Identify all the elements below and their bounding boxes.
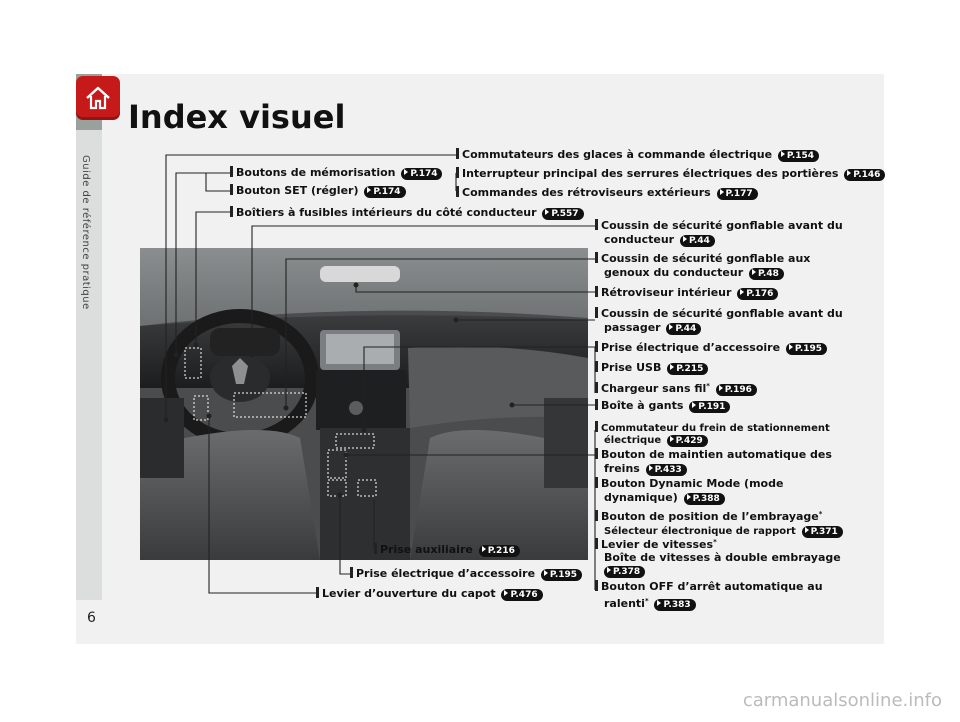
label-dynamic-mode: Bouton Dynamic Mode (mode dynamique) P.3… [595, 477, 783, 505]
arrow-right-icon [648, 465, 653, 471]
page-ref-link[interactable]: P.378 [604, 566, 646, 578]
page-number: 6 [87, 610, 96, 626]
label-memory-buttons: Boutons de mémorisation P.174 [230, 166, 443, 180]
label-door-locks: Interrupteur principal des serrures élec… [456, 167, 886, 181]
page-ref-link[interactable]: P.433 [645, 464, 687, 476]
page-ref-link[interactable]: P.174 [401, 168, 443, 180]
page-ref-link[interactable]: P.195 [540, 569, 583, 581]
label-set-button: Bouton SET (régler) P.174 [230, 184, 406, 198]
sidebar [76, 130, 102, 600]
arrow-right-icon [788, 344, 793, 350]
label-idle-stop: Bouton OFF d’arrêt automatique au ralent… [595, 580, 823, 611]
page-ref-link[interactable]: P.146 [844, 169, 886, 181]
home-icon [86, 86, 110, 110]
arrow-right-icon [780, 151, 785, 157]
arrow-right-icon [682, 236, 687, 242]
arrow-right-icon [740, 289, 745, 295]
page-ref-link[interactable]: P.388 [683, 493, 725, 505]
arrow-right-icon [545, 209, 550, 215]
arrow-right-icon [657, 600, 662, 606]
arrow-right-icon [367, 187, 372, 193]
arrow-right-icon [751, 269, 756, 275]
label-fuse-box: Boîtiers à fusibles intérieurs du côté c… [230, 206, 584, 220]
arrow-right-icon [481, 546, 486, 552]
page-title: Index visuel [128, 98, 346, 136]
page-ref-link[interactable]: P.48 [748, 268, 784, 280]
page-ref-link[interactable]: P.557 [542, 208, 584, 220]
page-ref-link[interactable]: P.44 [666, 323, 702, 335]
page-ref-link[interactable]: P.383 [654, 599, 696, 611]
page-ref-link[interactable]: P.154 [777, 150, 820, 162]
arrow-right-icon [719, 189, 724, 195]
page-ref-link[interactable]: P.195 [785, 343, 828, 355]
label-brake-hold: Bouton de maintien automatique des frein… [595, 448, 832, 476]
label-hood-release: Levier d’ouverture du capot P.476 [316, 587, 543, 601]
page-ref-link[interactable]: P.215 [667, 363, 709, 375]
label-parking-brake: Commutateur du frein de stationnement él… [595, 421, 830, 447]
page-ref-link[interactable]: P.174 [364, 186, 406, 198]
arrow-right-icon [686, 494, 691, 500]
label-knee-airbag: Coussin de sécurité gonflable aux genoux… [595, 252, 810, 280]
label-rearview-mirror: Rétroviseur intérieur P.176 [595, 286, 779, 300]
home-button[interactable] [76, 76, 120, 120]
arrow-right-icon [504, 590, 509, 596]
page-ref-link[interactable]: P.191 [689, 401, 731, 413]
label-power-windows: Commutateurs des glaces à commande élect… [456, 148, 820, 162]
page-ref-link[interactable]: P.177 [716, 188, 758, 200]
arrow-right-icon [692, 402, 697, 408]
watermark: carmanualsonline.info [742, 690, 942, 711]
sidebar-section-label[interactable]: Guide de référence pratique [80, 155, 91, 310]
arrow-right-icon [669, 324, 674, 330]
label-accessory-outlet: Prise électrique d’accessoire P.195 [595, 341, 828, 355]
arrow-right-icon [718, 385, 723, 391]
arrow-right-icon [404, 169, 409, 175]
page-ref-link[interactable]: P.429 [666, 435, 708, 447]
label-aux-jack: Prise auxiliaire P.216 [374, 543, 520, 557]
arrow-right-icon [804, 527, 809, 533]
label-wireless-charger: Chargeur sans fil* P.196 [595, 379, 757, 396]
arrow-right-icon [669, 436, 674, 442]
page-ref-link[interactable]: P.476 [501, 589, 543, 601]
label-glovebox: Boîte à gants P.191 [595, 399, 731, 413]
page-ref-link[interactable]: P.371 [801, 526, 843, 538]
label-clutch-position: Bouton de position de l’embrayage* Sélec… [595, 507, 843, 539]
page-ref-link[interactable]: P.44 [679, 235, 715, 247]
label-mirror-controls: Commandes des rétroviseurs extérieurs P.… [456, 186, 758, 200]
label-driver-airbag: Coussin de sécurité gonflable avant du c… [595, 219, 843, 247]
page-ref-link[interactable]: P.176 [737, 288, 779, 300]
arrow-right-icon [670, 364, 675, 370]
page-ref-link[interactable]: P.216 [478, 545, 520, 557]
label-shift-lever: Levier de vitesses* Boîte de vitesses à … [595, 536, 841, 578]
label-usb: Prise USB P.215 [595, 361, 709, 375]
page-ref-link[interactable]: P.196 [715, 384, 757, 396]
label-passenger-airbag: Coussin de sécurité gonflable avant du p… [595, 307, 843, 335]
arrow-right-icon [607, 567, 611, 573]
label-accessory-outlet-console: Prise électrique d’accessoire P.195 [350, 567, 583, 581]
arrow-right-icon [543, 570, 548, 576]
arrow-right-icon [847, 170, 852, 176]
